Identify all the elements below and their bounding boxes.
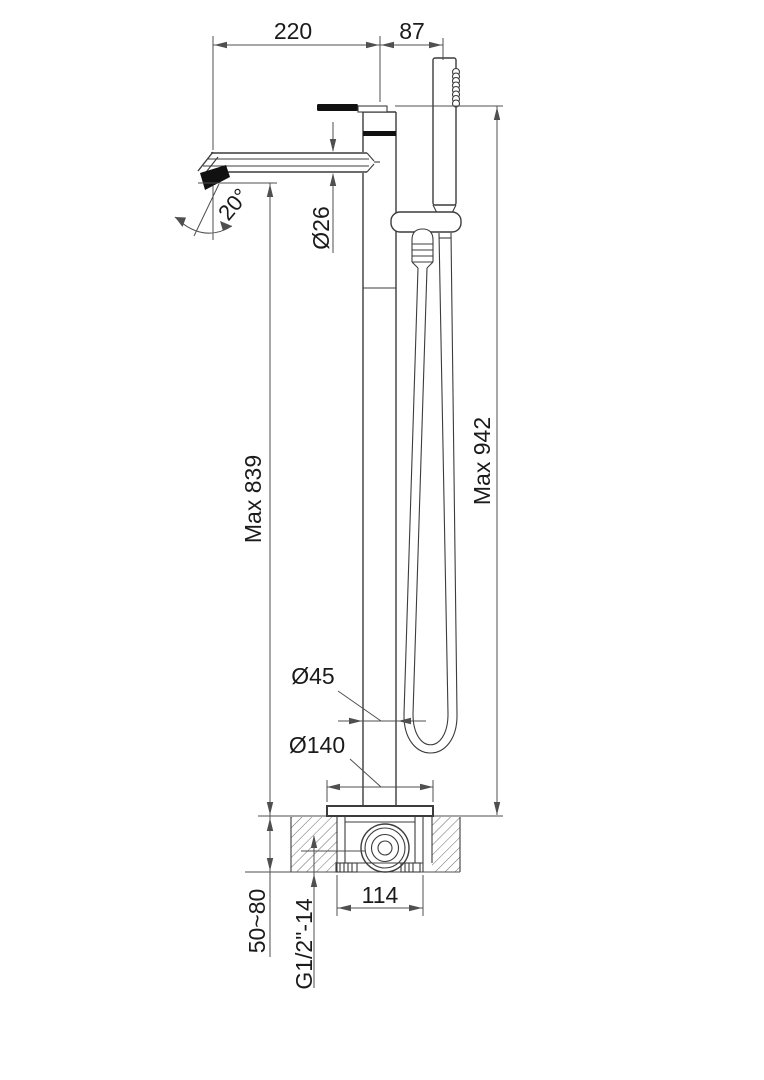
floor-hatch-right (432, 817, 460, 872)
inlet-stub-left (335, 862, 358, 873)
dimension-annotations (174, 36, 503, 988)
riser-column (362, 111, 397, 806)
label-base-plate-diameter: Ø140 (289, 732, 345, 758)
spout-tip (197, 151, 230, 190)
spout (197, 151, 380, 190)
floor-section (245, 815, 503, 873)
inlet-stub-right (400, 862, 421, 873)
label-max-spout-height: Max 839 (240, 455, 266, 543)
hose-connector (411, 228, 434, 269)
label-handshower-offset: 87 (399, 18, 425, 44)
label-max-overall-height: Max 942 (469, 417, 495, 505)
body-joint-band (363, 131, 396, 136)
label-spout-reach: 220 (274, 18, 312, 44)
label-mounting-box-width: 114 (362, 882, 399, 908)
cartridge-cap (357, 105, 388, 113)
label-inlet-thread: G1/2"-14 (291, 898, 317, 989)
inlet-connection-circles (360, 823, 410, 873)
label-spout-angle: 20° (213, 184, 254, 226)
label-riser-diameter: Ø45 (291, 663, 334, 689)
label-spout-tube-diameter: Ø26 (308, 206, 334, 249)
mixer-head (317, 104, 388, 113)
lever-handle (317, 104, 358, 111)
spout-outlet-band (200, 165, 230, 190)
mounting-box (335, 817, 433, 873)
shower-hose (403, 232, 458, 754)
wand-knurl-dots (451, 67, 461, 108)
base-plate (326, 805, 434, 817)
spout-angle-annotation (174, 183, 233, 240)
hand-shower-wand (432, 57, 461, 216)
label-floor-thickness: 50~80 (244, 889, 270, 954)
dimension-labels: 220 87 20° Ø26 Max 839 Max 942 Ø45 Ø140 … (213, 18, 495, 990)
